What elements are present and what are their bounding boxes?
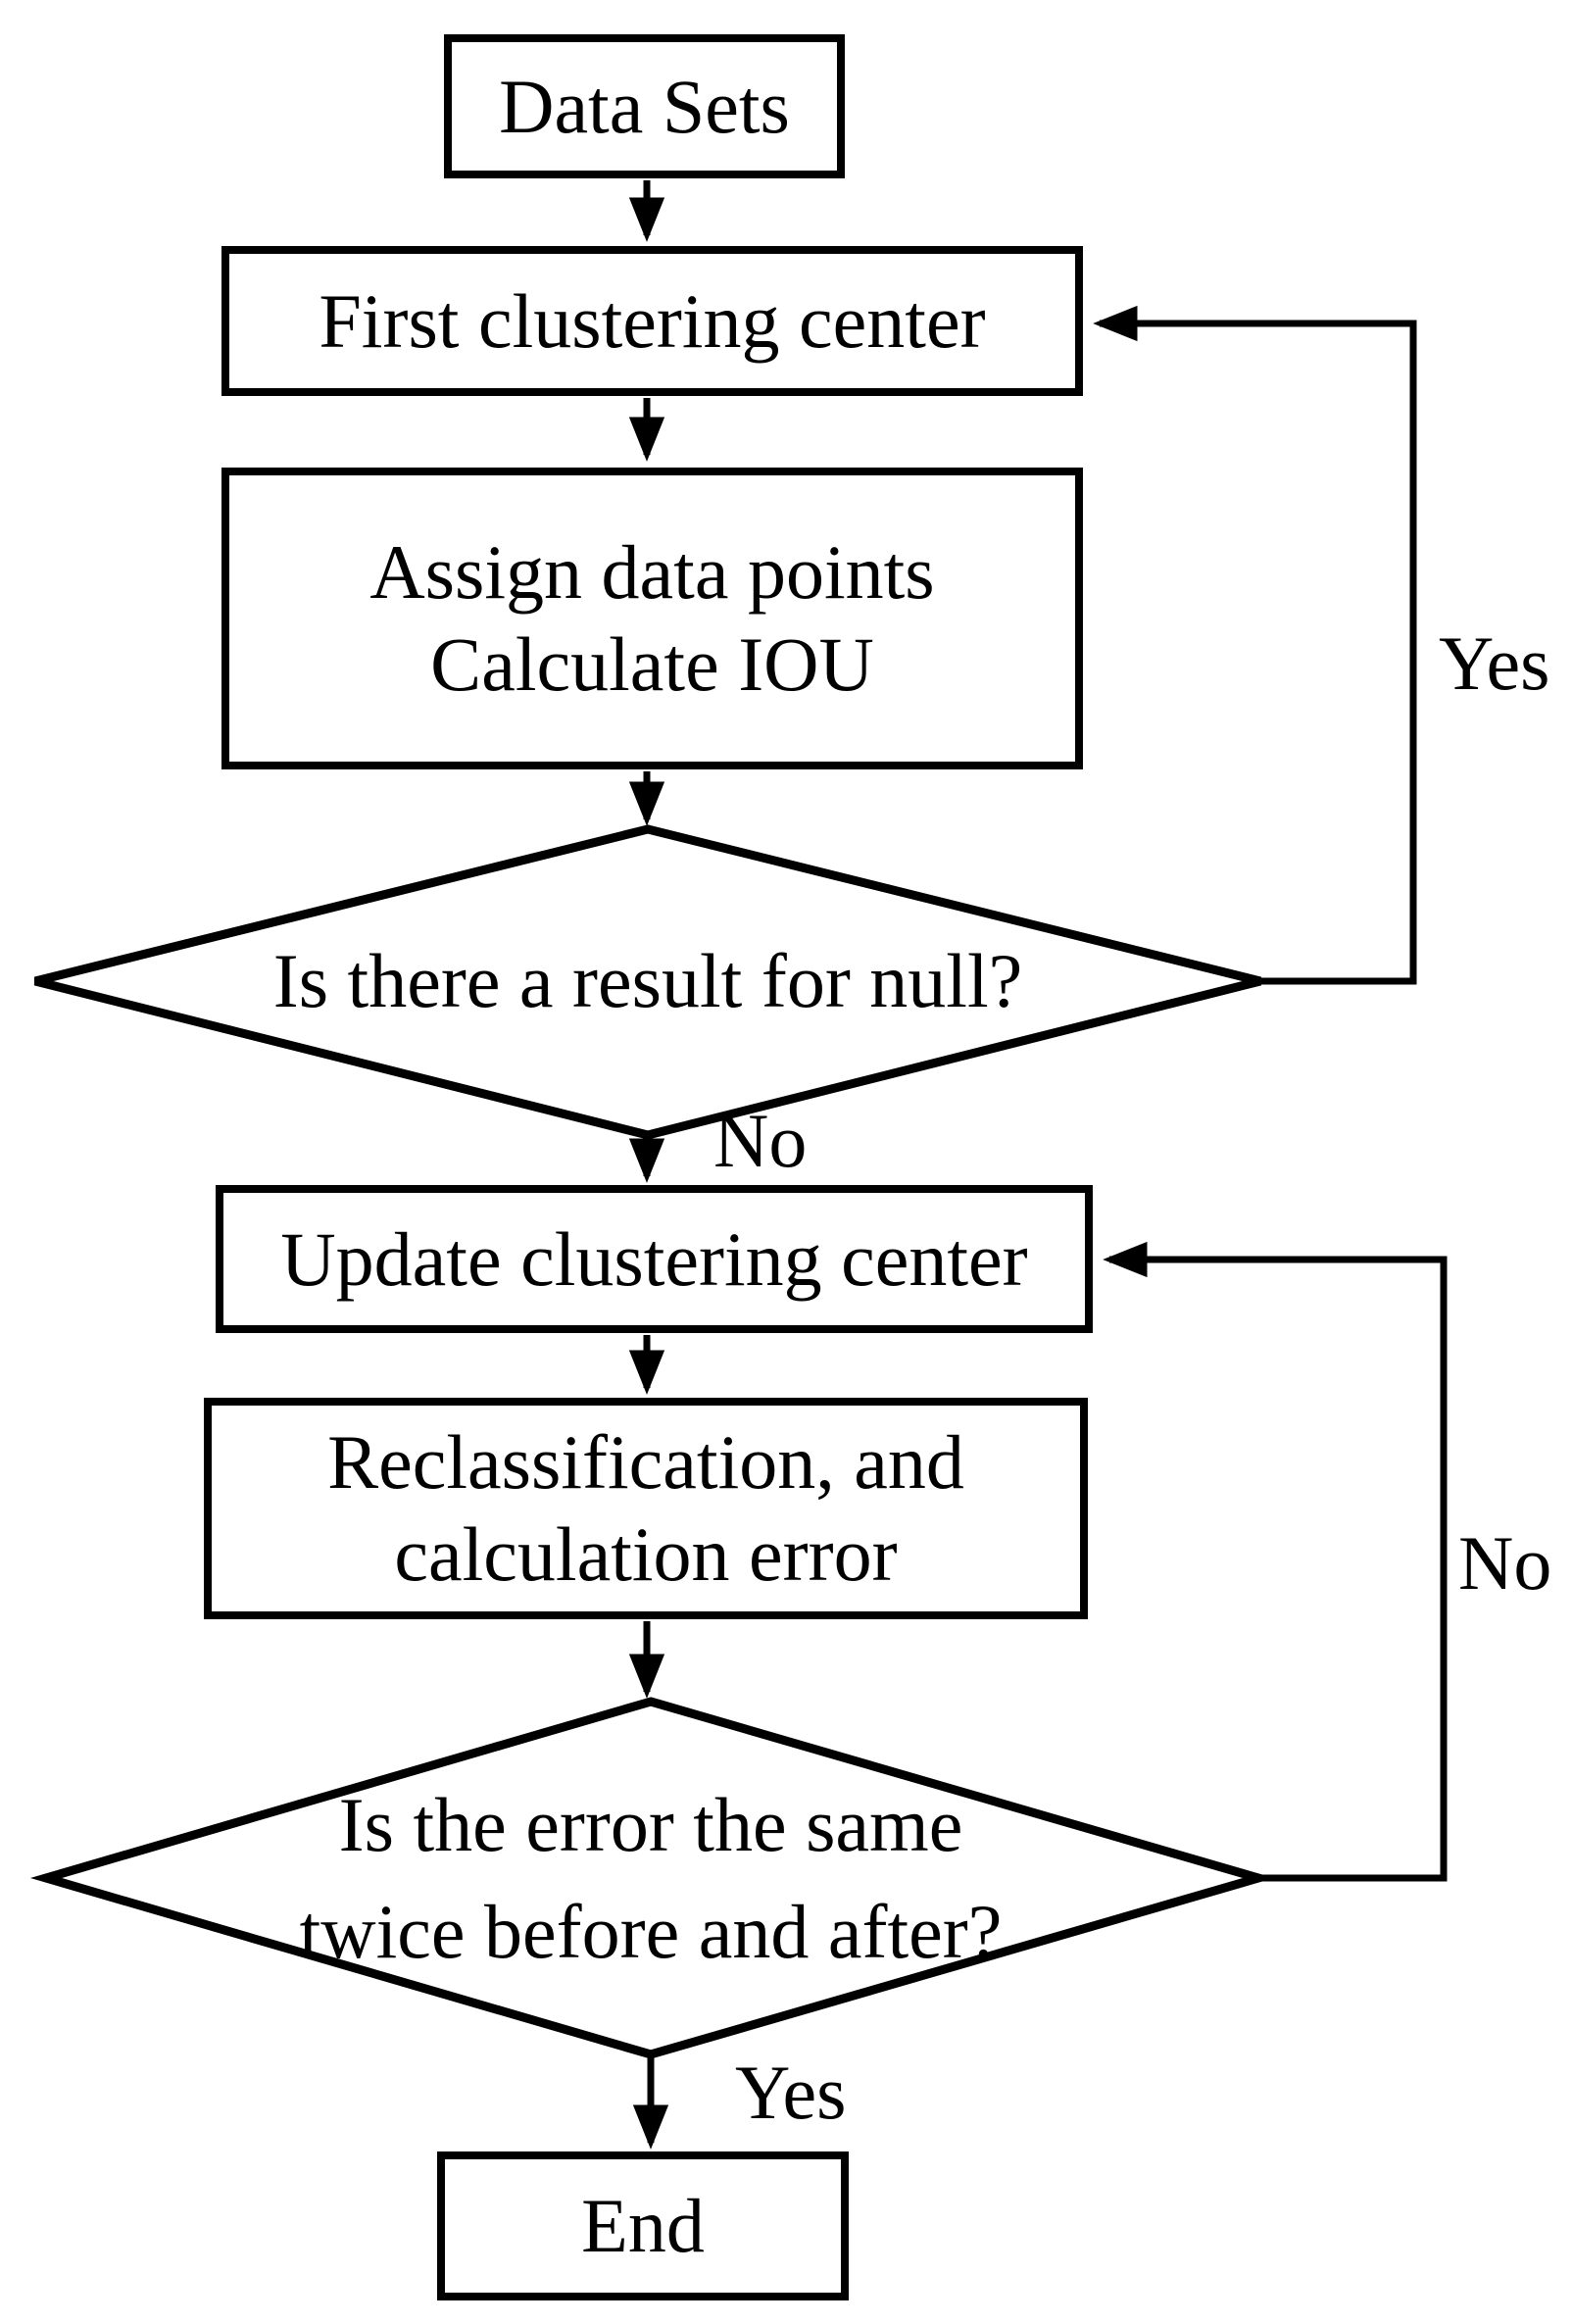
- node-data-sets: Data Sets: [444, 34, 845, 178]
- node-update-clustering-center: Update clustering center: [216, 1185, 1093, 1333]
- decision-error-diamond: [29, 1697, 1275, 2059]
- node-assign-line-2: Calculate IOU: [430, 621, 874, 707]
- node-data-sets-label: Data Sets: [499, 63, 790, 149]
- loop-error-no-arrow: [1103, 1241, 1448, 1882]
- edge-label-null-yes: Yes: [1439, 620, 1550, 706]
- node-reclassification-line-2: calculation error: [394, 1511, 898, 1597]
- node-reclassification: Reclassification, and calculation error: [204, 1398, 1088, 1619]
- node-first-clustering-center-label: First clustering center: [319, 277, 986, 364]
- loop-null-yes-arrow: [1093, 305, 1417, 985]
- decision-null-label: Is there a result for null?: [272, 938, 1023, 1024]
- node-assign-data-points: Assign data points Calculate IOU: [221, 468, 1083, 769]
- edge-label-error-yes: Yes: [735, 2050, 847, 2135]
- decision-error-line-1: Is the error the same: [338, 1781, 963, 1867]
- node-update-clustering-center-label: Update clustering center: [280, 1215, 1028, 1302]
- node-assign-line-1: Assign data points: [369, 529, 935, 616]
- decision-error-line-2: twice before and after?: [299, 1889, 1003, 1974]
- edge-label-null-no: No: [713, 1098, 808, 1183]
- decision-null-text: Is there a result for null?: [60, 932, 1236, 1030]
- node-end-label: End: [581, 2183, 705, 2269]
- edge-label-error-no: No: [1458, 1520, 1552, 1606]
- node-first-clustering-center: First clustering center: [221, 246, 1083, 396]
- decision-error-text: Is the error the same twice before and a…: [63, 1764, 1239, 1992]
- node-reclassification-line-1: Reclassification, and: [327, 1419, 964, 1506]
- node-end: End: [437, 2151, 849, 2300]
- decision-null-diamond: [33, 824, 1262, 1140]
